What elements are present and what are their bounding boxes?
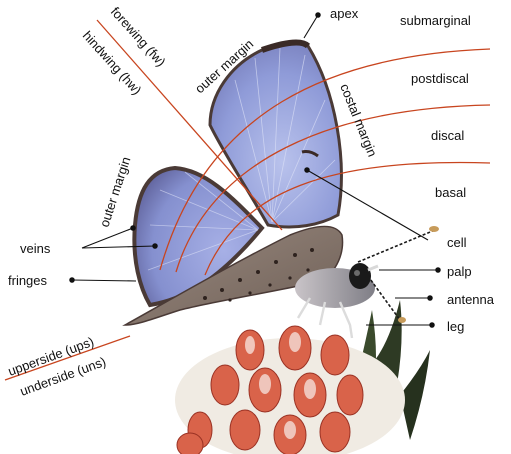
- label-submarginal: submarginal: [400, 13, 471, 28]
- label-leg: leg: [447, 319, 464, 334]
- label-antenna: antenna: [447, 292, 495, 307]
- eye: [349, 263, 371, 289]
- label-cell: cell: [447, 235, 467, 250]
- label-postdiscal: postdiscal: [411, 71, 469, 86]
- label-veins: veins: [20, 241, 51, 256]
- flower: [175, 300, 430, 454]
- label-costal-margin: costal margin: [337, 82, 380, 159]
- label-basal: basal: [435, 185, 466, 200]
- palp-shape: [368, 266, 378, 270]
- label-palp: palp: [447, 264, 472, 279]
- label-fringes: fringes: [8, 273, 48, 288]
- label-discal: discal: [431, 128, 464, 143]
- label-apex: apex: [330, 6, 359, 21]
- label-outer-margin-hw: outer margin: [97, 155, 134, 229]
